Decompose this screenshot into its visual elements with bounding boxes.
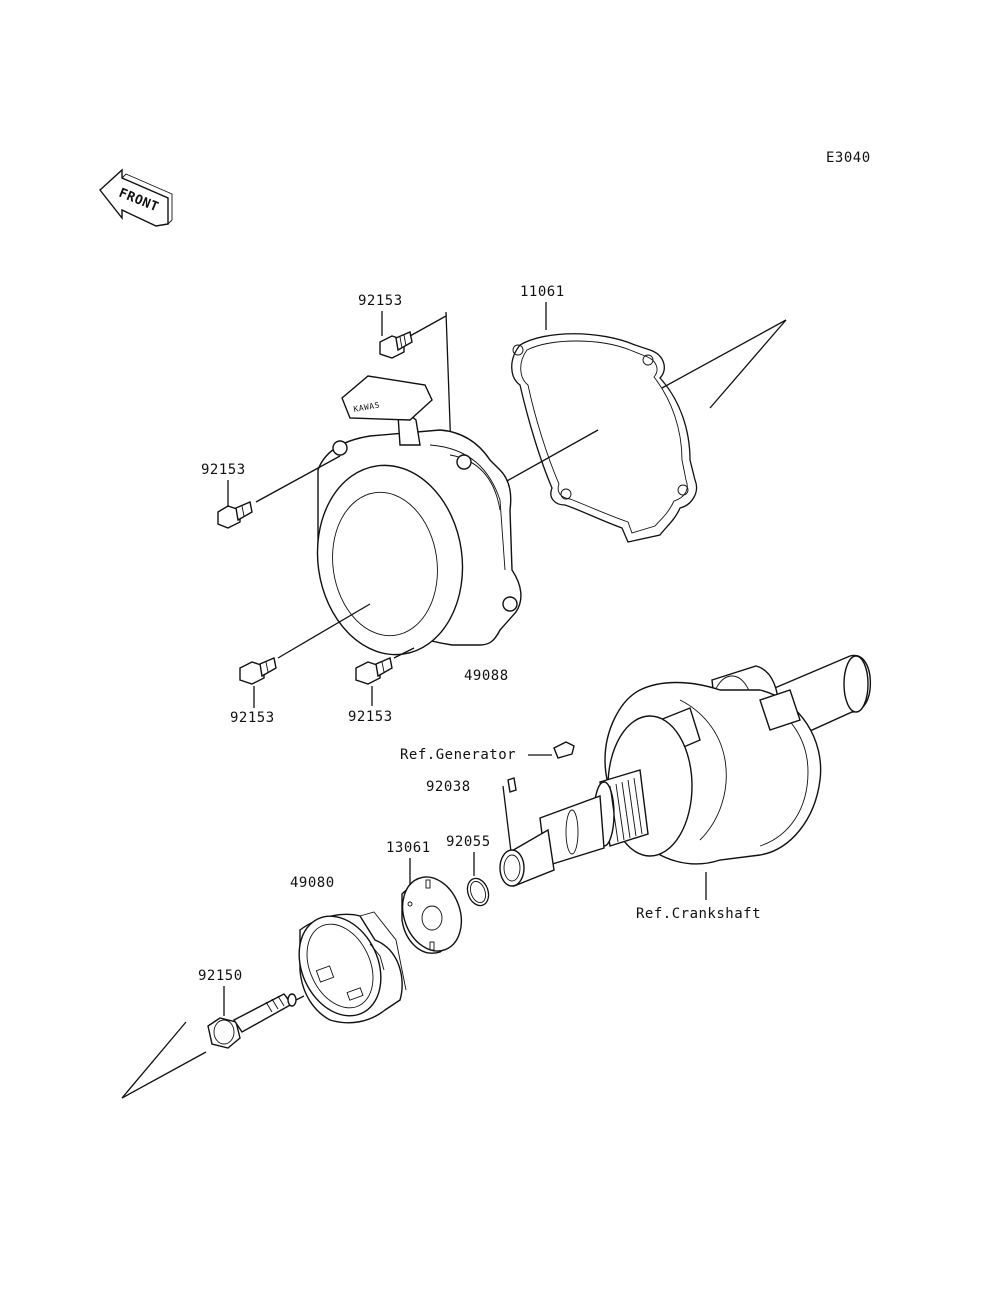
label-92150: 92150 [198, 968, 243, 984]
generator-key [553, 741, 575, 759]
diagram-code: E3040 [826, 150, 871, 166]
label-92153-bottom-left: 92153 [230, 710, 275, 726]
crankshaft [499, 654, 872, 887]
ref-crankshaft-label: Ref.Crankshaft [636, 906, 761, 922]
gasket-11061 [511, 333, 698, 543]
pulley-cup-49080 [298, 911, 407, 1024]
label-11061: 11061 [520, 284, 565, 300]
bolt-92153-left [217, 501, 253, 529]
ref-generator-label: Ref.Generator [400, 747, 516, 763]
bolt-92150 [207, 993, 297, 1049]
bolt-92153-top [379, 331, 413, 359]
front-arrow-icon: FRONT [99, 168, 173, 227]
label-49080: 49080 [290, 875, 335, 891]
label-92153-bottom-right: 92153 [348, 709, 393, 725]
bolt-92153-bottom-left [239, 657, 277, 685]
label-13061: 13061 [386, 840, 431, 856]
label-92038: 92038 [426, 779, 471, 795]
o-ring-92055 [466, 877, 490, 907]
label-92153-top: 92153 [358, 293, 403, 309]
label-92055: 92055 [446, 834, 491, 850]
label-92153-left: 92153 [201, 462, 246, 478]
label-49088: 49088 [464, 668, 509, 684]
plate-13061 [401, 876, 463, 954]
bolt-92153-bottom-right [355, 657, 393, 685]
starter-cover-49088: KAWAS [316, 375, 522, 656]
key-92038 [507, 777, 517, 793]
